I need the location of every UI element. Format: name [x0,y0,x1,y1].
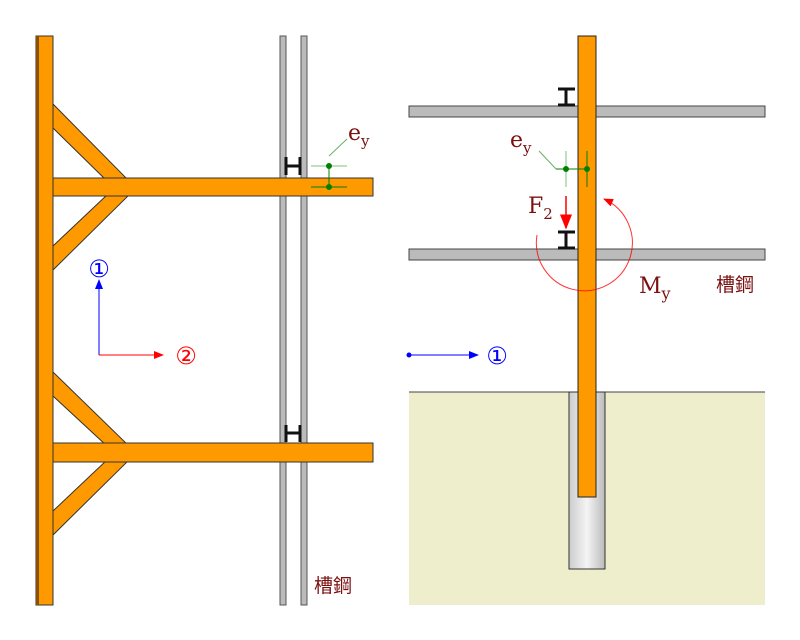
i-section-icon [558,87,575,250]
right-section: ey F2 My 槽鋼 ① [406,35,766,605]
post [577,35,597,498]
beam-lower [52,442,374,463]
moment-arrow [535,198,633,292]
channel-label: 槽鋼 [716,274,754,296]
channel-label: 槽鋼 [314,575,352,597]
eccentricity-marker [311,138,348,190]
eccentricity-marker [538,150,590,187]
eccentricity-label: ey [510,128,532,157]
force-label: F2 [528,194,553,223]
axis-1-label: ① [88,255,110,283]
moment-label: My [639,274,671,303]
axis-2-label: ② [175,342,197,370]
eccentricity-label: ey [348,121,370,150]
axis-arrows [95,279,164,359]
axis-1-label: ① [486,342,508,370]
braces [52,102,132,537]
rails [279,35,308,606]
h-section-icon [284,157,302,442]
left-elevation: ey ① ② 槽鋼 [35,35,374,606]
